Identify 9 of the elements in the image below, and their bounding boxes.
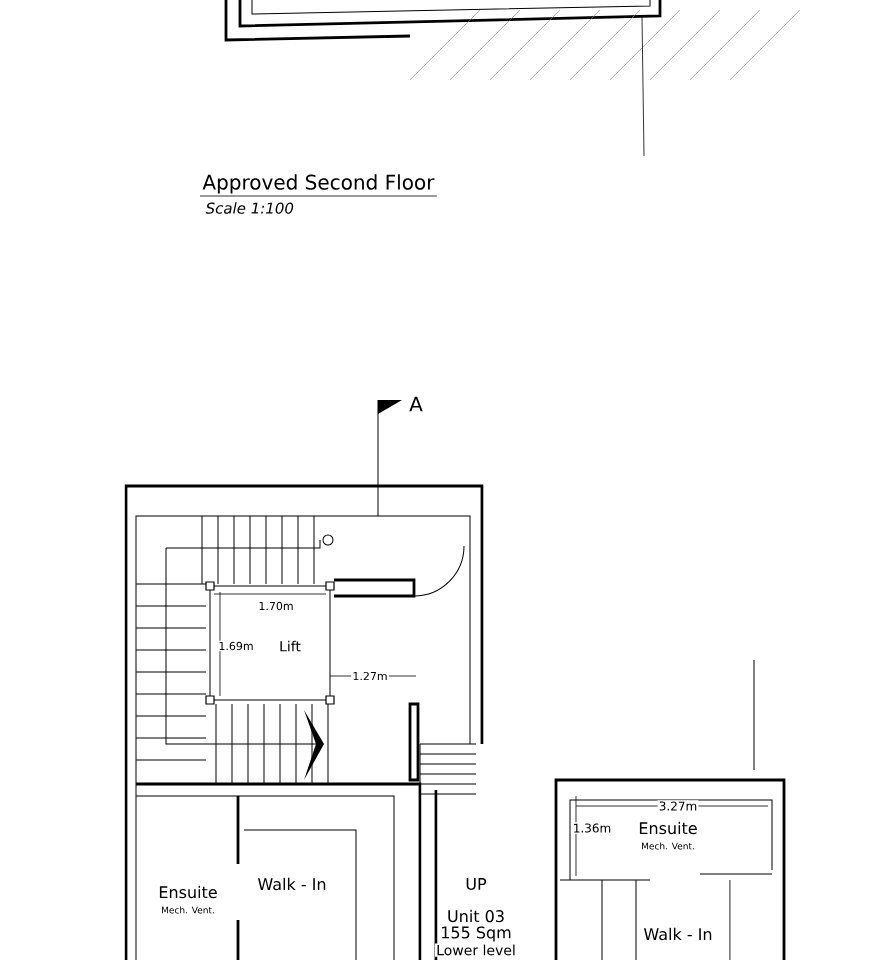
- room-label: Walk - In: [256, 876, 328, 892]
- section-marker-label: A: [407, 395, 425, 413]
- room-label: Walk - In: [642, 926, 714, 942]
- stair-direction-label: UP: [464, 876, 488, 892]
- room-label: Ensuite: [157, 884, 219, 900]
- plan-title: Approved Second Floor: [199, 174, 438, 197]
- room-label: Ensuite: [637, 820, 699, 836]
- area-label: 155 Sqm: [439, 925, 513, 943]
- unit-label: Unit 03: [445, 908, 507, 924]
